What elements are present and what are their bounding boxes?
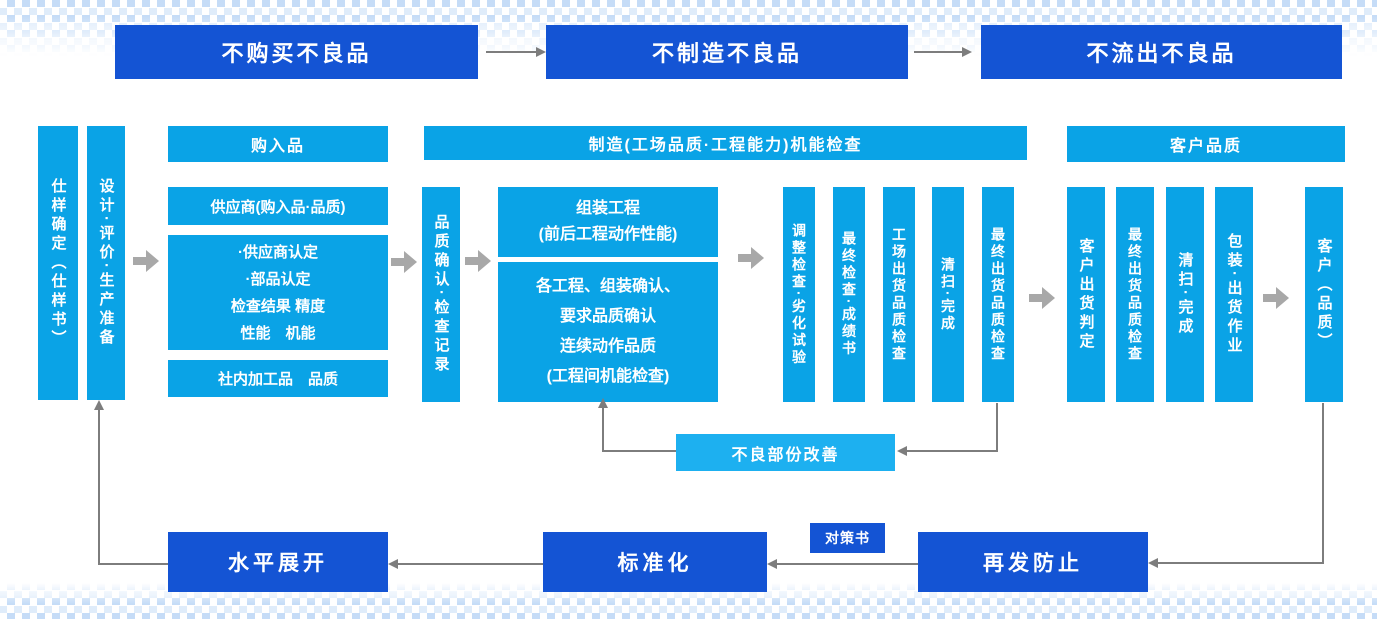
assembly-line-1: 组装工程 (575, 200, 640, 217)
arrow-head-into-standardization (767, 559, 777, 569)
recurrence-prevention-box: 再发防止 (918, 532, 1148, 592)
column-customer-shipment-judgement: 客户出货判定 (1067, 187, 1105, 402)
process-line-3: 连续动作品质 (559, 338, 656, 355)
stage-arrow-icon-6 (1263, 287, 1289, 309)
detail-line-performance-function: 性能 机能 (240, 324, 316, 342)
assembly-line-2: (前后工程动作性能) (538, 226, 678, 243)
principle-no-manufacture-defects: 不制造不良品 (546, 25, 908, 79)
assembly-process-box: 组装工程 (前后工程动作性能) (498, 187, 718, 257)
column-final-inspection-report: 最终检查·成绩书 (833, 187, 865, 402)
arrow-head-into-deployment (388, 559, 398, 569)
process-line-2: 要求品质确认 (559, 308, 656, 325)
line-improvement-to-process-v (602, 407, 604, 452)
line-deployment-to-design-v (98, 409, 100, 565)
column-final-shipment-quality: 最终出货品质检查 (982, 187, 1014, 402)
customer-section-header: 客户品质 (1067, 126, 1345, 162)
line-final-quality-to-improvement-h (906, 450, 997, 452)
line-recurrence-to-standardization (776, 563, 918, 565)
principle-no-outflow-defects: 不流出不良品 (981, 25, 1342, 79)
manufacturing-section-header: 制造(工场品质·工程能力)机能检查 (424, 126, 1027, 160)
internal-processed-goods-box: 社内加工品 品质 (168, 360, 388, 397)
stage-arrow-icon-4 (738, 247, 764, 269)
line-final-quality-to-improvement-v (996, 403, 998, 452)
line-deployment-to-design-h (99, 563, 168, 565)
process-line-4: (工程间机能检查) (546, 368, 670, 385)
countermeasure-doc-tag: 对策书 (810, 523, 885, 553)
arrow-line-top-2 (914, 51, 962, 53)
process-line-1: 各工程、组装确认、 (535, 278, 680, 295)
purchase-section-header: 购入品 (168, 126, 388, 162)
supplier-box: 供应商(购入品·品质) (168, 187, 388, 225)
column-design-evaluation: 设计·评价·生产准备 (87, 126, 125, 400)
arrow-head-top-1 (536, 47, 546, 57)
arrow-head-into-recurrence (1148, 558, 1158, 568)
line-improvement-to-process-h (603, 450, 676, 452)
stage-arrow-icon-2 (391, 251, 417, 273)
column-cleaning-completion: 清扫·完成 (932, 187, 964, 402)
column-customer-cleaning-completion: 清扫·完成 (1166, 187, 1204, 402)
defect-improvement-box: 不良部份改善 (676, 434, 895, 471)
column-customer-quality-final: 客户（品质） (1305, 187, 1343, 402)
standardization-box: 标准化 (543, 532, 767, 592)
column-spec-determination: 仕样确定（仕样书） (38, 126, 78, 400)
arrow-line-top-1 (486, 51, 536, 53)
arrow-head-top-2 (962, 47, 972, 57)
detail-line-part-approval: ·部品认定 (245, 270, 311, 288)
detail-line-supplier-approval: ·供应商认定 (238, 243, 318, 261)
column-quality-confirm-record: 品质确认·检查记录 (422, 187, 460, 402)
arrow-head-into-process-box (598, 398, 608, 408)
column-factory-shipment-quality: 工场出货品质检查 (883, 187, 915, 402)
horizontal-deployment-box: 水平展开 (168, 532, 388, 592)
stage-arrow-icon-5 (1029, 287, 1055, 309)
stage-arrow-icon-3 (465, 250, 491, 272)
line-standardization-to-deployment (397, 563, 543, 565)
stage-arrow-icon-1 (133, 250, 159, 272)
arrow-head-into-improvement (897, 446, 907, 456)
detail-line-inspection-result: 检查结果 精度 (230, 297, 326, 315)
arrow-head-into-design-column (94, 400, 104, 410)
principle-no-purchase-defects: 不购买不良品 (115, 25, 478, 79)
column-adjust-inspection: 调整检查·劣化试验 (783, 187, 815, 402)
column-customer-final-shipment-quality: 最终出货品质检查 (1116, 187, 1154, 402)
line-customer-to-recurrence-h (1157, 562, 1324, 564)
line-customer-to-recurrence-v (1322, 403, 1324, 564)
supplier-detail-box: ·供应商认定 ·部品认定 检查结果 精度 性能 机能 (168, 235, 388, 350)
process-confirmation-box: 各工程、组装确认、 要求品质确认 连续动作品质 (工程间机能检查) (498, 262, 718, 402)
column-packing-shipping-work: 包装·出货作业 (1215, 187, 1253, 402)
